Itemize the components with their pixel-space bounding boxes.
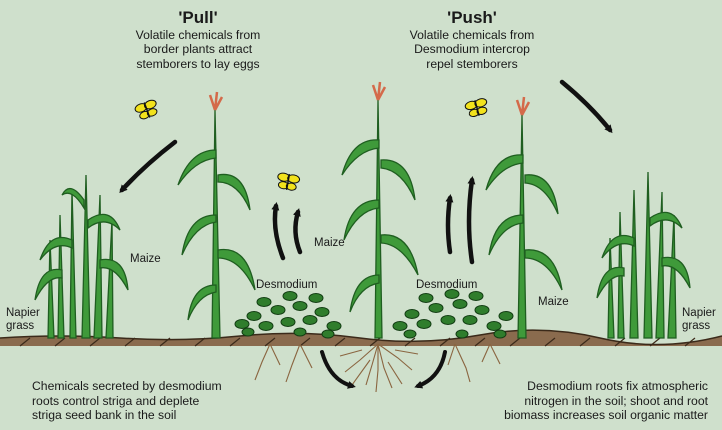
pull-description-line: Volatile chemicals from [100,28,296,42]
maize-plant [342,82,418,338]
napier-grass-plant [35,175,128,338]
pull-title: 'Pull' [100,8,296,28]
arrow-icon [562,82,610,130]
push-title: 'Push' [372,8,572,28]
arrow-icon [469,180,472,262]
napier-grass-plant [597,172,690,338]
push-block: 'Push' Volatile chemicals from Desmodium… [372,8,572,71]
desmodium-label-right: Desmodium [416,279,477,292]
moth-icon [134,99,160,122]
footnote-right: Desmodium roots fix atmospheric nitrogen… [504,379,708,423]
maize-label-right: Maize [538,296,569,309]
pull-description-line: border plants attract [100,42,296,56]
push-description-line: repel stemborers [372,57,572,71]
moth-icon [464,97,489,118]
root-chemical-arrows [322,352,445,386]
arrow-icon [295,212,300,252]
maize-label-left: Maize [130,253,161,266]
push-description-line: Desmodium intercrop [372,42,572,56]
arrow-icon [322,352,352,386]
pull-description-line: stemborers to lay eggs [100,57,296,71]
moth-icon [276,172,300,192]
push-description-line: Volatile chemicals from [372,28,572,42]
pull-block: 'Pull' Volatile chemicals from border pl… [100,8,296,71]
desmodium-plant [393,290,513,339]
arrow-icon [448,198,450,252]
arrow-icon [122,142,175,190]
arrow-icon [275,206,283,258]
arrow-icon [418,352,445,386]
desmodium-label-left: Desmodium [256,279,317,292]
napier-grass-label-left: Napier grass [6,307,40,333]
roots [255,344,500,392]
maize-label-center: Maize [314,237,345,250]
napier-grass-label-right: Napier grass [682,307,716,333]
movement-arrows [122,82,610,262]
footnote-left: Chemicals secreted by desmodium roots co… [32,379,222,423]
maize-plant [178,92,255,338]
desmodium-plant [235,292,341,339]
